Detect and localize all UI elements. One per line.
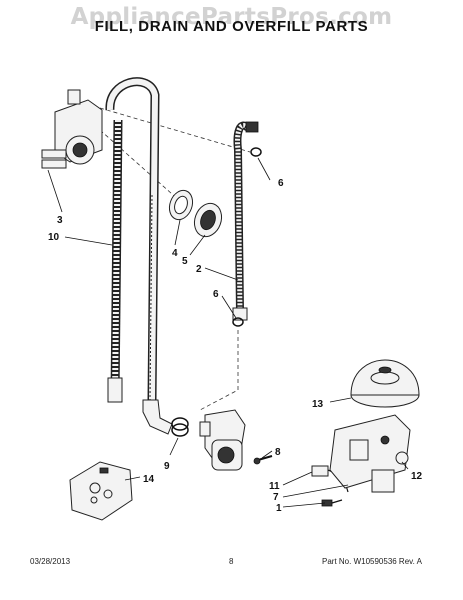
- footer-date: 03/28/2013: [30, 557, 71, 566]
- callout-10: 10: [48, 232, 60, 243]
- callout-8: 8: [275, 447, 281, 458]
- callout-11: 11: [269, 481, 280, 492]
- drain-hose: [105, 77, 173, 435]
- callout-7: 7: [273, 492, 279, 503]
- callout-2: 2: [196, 264, 202, 275]
- page-title: FILL, DRAIN AND OVERFILL PARTS: [94, 18, 369, 35]
- alignment-lines: [99, 107, 251, 411]
- watermark: AppliancePartsPros.com: [70, 4, 393, 30]
- callout-14: 14: [143, 474, 155, 485]
- fill-hose: [232, 121, 259, 321]
- callout-3: 3: [57, 215, 63, 226]
- footer-part-number: Part No. W10590536 Rev. A: [322, 557, 422, 566]
- callout-6-top: 6: [278, 178, 284, 189]
- callout-9: 9: [164, 461, 170, 472]
- callout-6-bottom: 6: [213, 289, 219, 300]
- clamp: [171, 417, 189, 437]
- callout-5: 5: [182, 256, 188, 267]
- overfill-float: [350, 359, 420, 408]
- callout-12: 12: [411, 471, 423, 482]
- footer-page-number: 8: [229, 557, 234, 566]
- screw: [253, 455, 273, 465]
- gasket-and-nut: [168, 189, 223, 238]
- inlet-valve: [199, 409, 246, 471]
- callout-13: 13: [312, 399, 324, 410]
- callout-4: 4: [172, 248, 178, 259]
- literature-pack: [69, 461, 133, 521]
- float-bracket: [329, 414, 411, 493]
- pump-housing: [41, 89, 103, 169]
- callout-1: 1: [276, 503, 282, 514]
- callouts: 3 10 4 5 2 6 6 9 14 13 12 8 11 7 1: [48, 178, 423, 514]
- hose-clamps: [232, 147, 262, 327]
- leader-lines: [47, 157, 409, 508]
